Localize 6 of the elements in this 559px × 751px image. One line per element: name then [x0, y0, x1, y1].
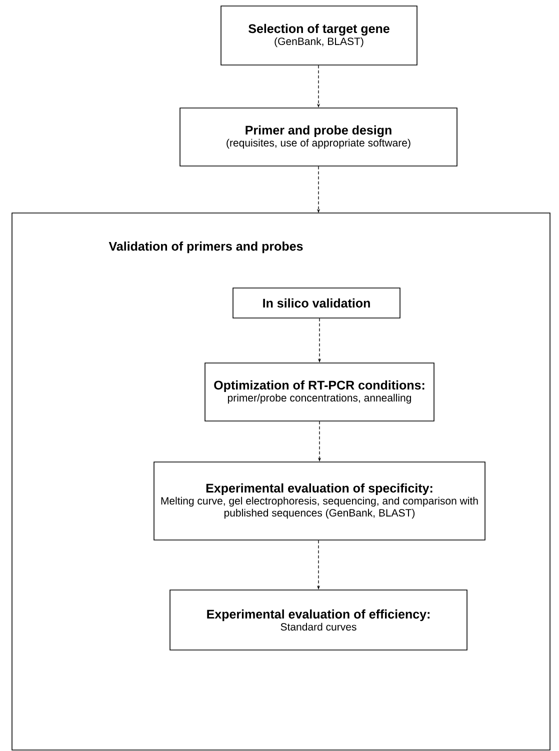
process-box: Experimental evaluation of efficiency: Standard curves — [170, 590, 468, 650]
process-box: Experimental evaluation of specificity: Melting curve, gel electrophoresis, sequencing, and comparison with published sequences (GenBank, BLAST) — [154, 462, 486, 540]
process-box: In silico validation — [232, 288, 400, 318]
process-box: Primer and probe design (requisites, use of appropriate software) — [180, 108, 458, 166]
process-box: Optimization of RT-PCR conditions: primer/probe concentrations, annealling — [204, 362, 434, 422]
process-box: Selection of target gene (GenBank, BLAST) — [220, 6, 418, 66]
